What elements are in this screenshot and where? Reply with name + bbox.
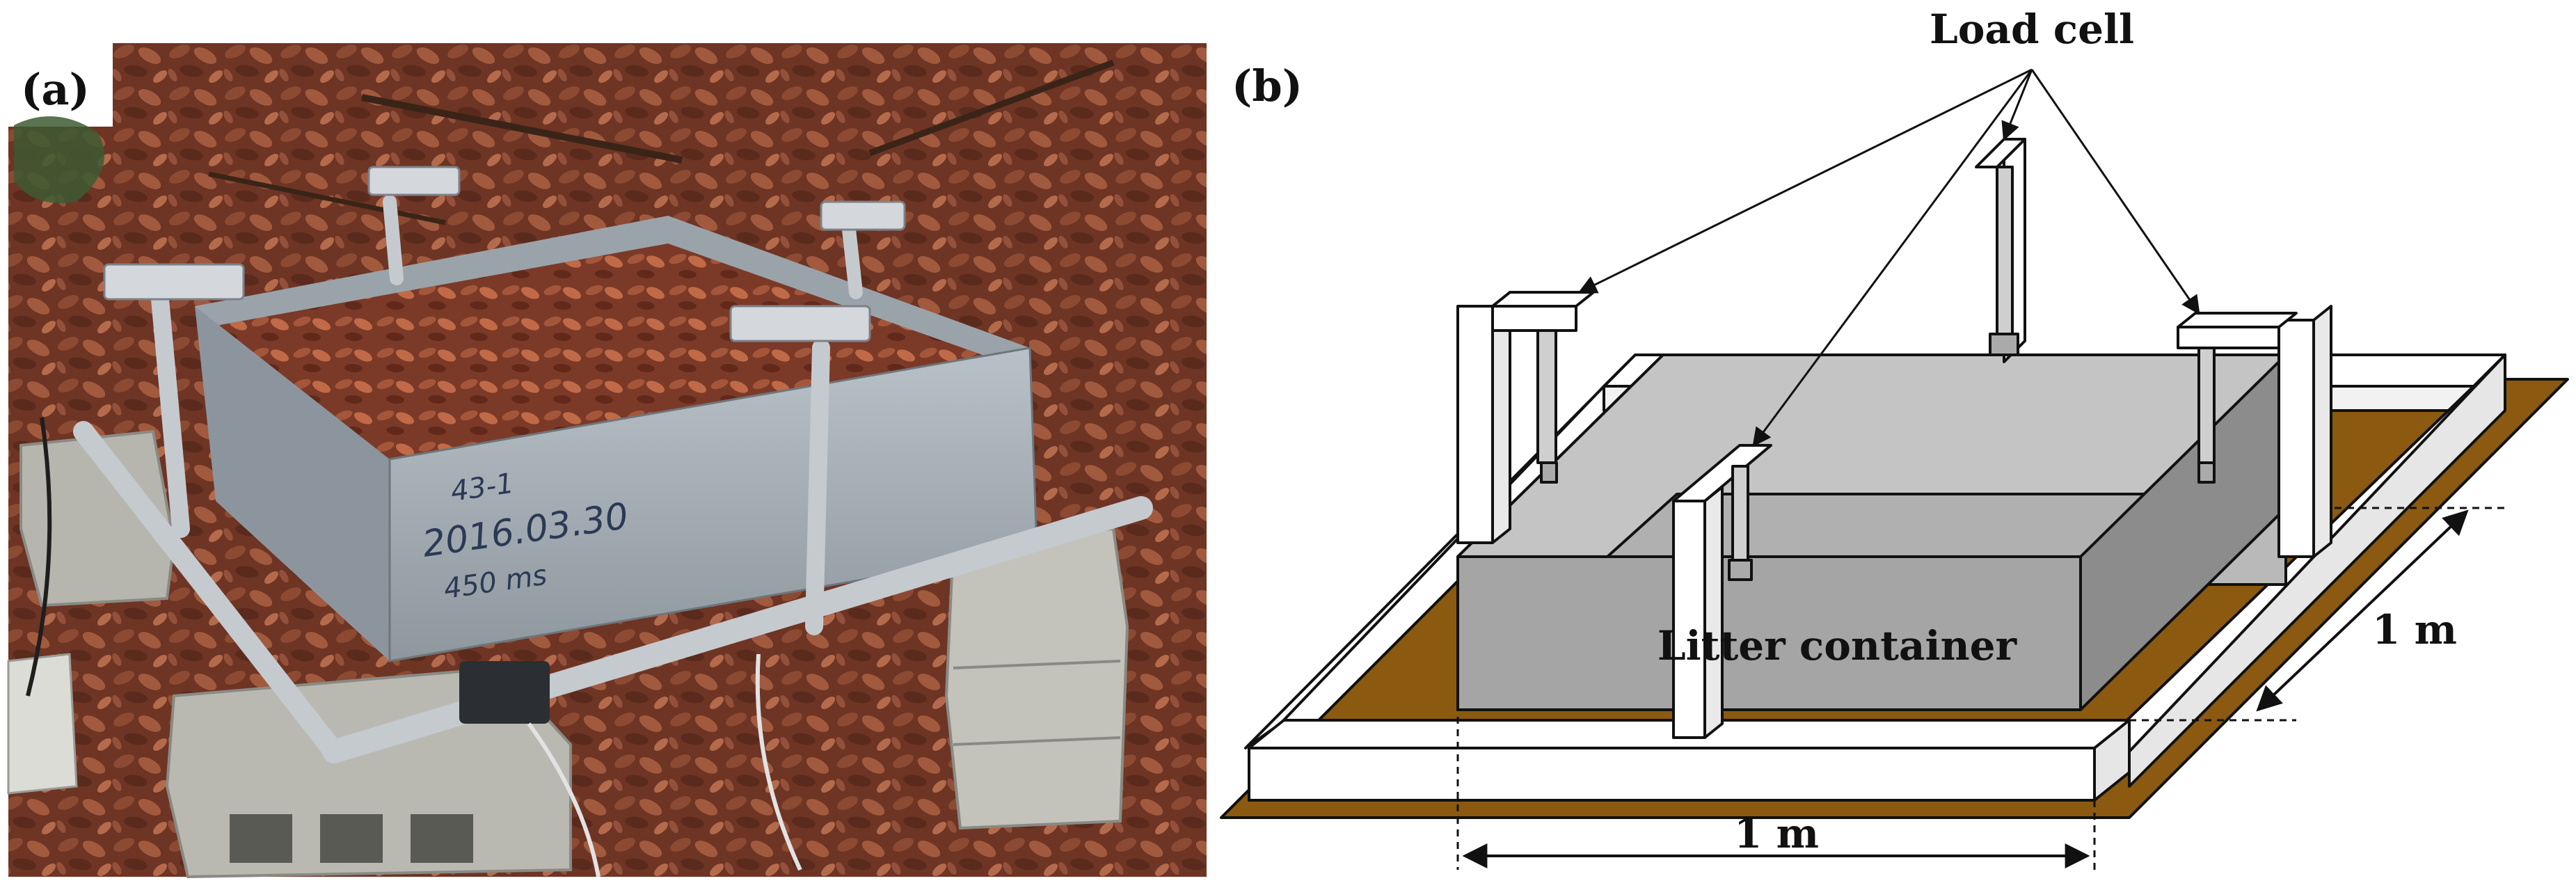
load-cell-rod-front: [1731, 465, 1749, 565]
concrete-block: [944, 527, 1129, 830]
post-left-front: [1456, 305, 1494, 544]
leader-to-back-load-cell: [2001, 69, 2033, 141]
load-cell-foot-front: [1728, 559, 1753, 581]
frame-front-rail-front: [1248, 747, 2096, 802]
dimension-depth-label: 1 m: [2372, 606, 2457, 653]
load-cell-foot-left: [1540, 461, 1558, 484]
panel-b-label: (b): [1232, 61, 1303, 111]
frame-post: [842, 223, 863, 299]
metal-box-left-wall: [195, 306, 390, 661]
frame-front-rail-right-end: [2093, 719, 2131, 802]
dimension-guides: [1456, 507, 2505, 870]
photo-load-cell-arm: [367, 166, 461, 196]
post-front-middle: [1672, 500, 1706, 739]
frame-rail-left: [73, 421, 344, 762]
photo-load-cell-arm: [103, 263, 245, 301]
load-cell-label: Load cell: [1930, 6, 2134, 53]
post-right-back: [2277, 319, 2315, 558]
frame-post: [383, 195, 404, 285]
load-cell-arm-back: [1975, 138, 2026, 168]
load-cell-arm-right-front: [2177, 326, 2280, 349]
box-handwritten-marking: 43-1 2016.03.30 450 ms: [420, 468, 630, 605]
load-cell-rod-left: [1536, 329, 1557, 464]
leader-to-right-load-cell: [2030, 69, 2200, 315]
load-cell-foot-back: [1989, 333, 2019, 356]
load-cell-rod-right: [2197, 347, 2216, 468]
white-case: [7, 653, 78, 795]
photo-shrub: [14, 116, 104, 203]
photo-junction-box: [459, 661, 550, 724]
panel-a-photo: 43-1 2016.03.30 450 ms (a): [7, 43, 1207, 879]
load-cell-foot-right: [2197, 461, 2216, 484]
leader-to-front-load-cell: [1752, 69, 2033, 447]
block-hole: [320, 814, 383, 863]
block-hole: [411, 814, 473, 863]
litter-container-label: Litter container: [1657, 622, 2018, 669]
load-cell-arm-left: [1491, 291, 1595, 308]
panel-a-label: (a): [21, 64, 90, 115]
panel-b-diagram: [1220, 68, 2569, 870]
photo-load-cell-arm: [820, 200, 906, 231]
load-cell-arm-right: [2177, 312, 2298, 328]
post-right-back-side: [2312, 305, 2332, 558]
photo-cable: [26, 417, 52, 697]
load-cell-callout-leaders: [1577, 68, 2200, 447]
dimension-width-label: 1 m: [1734, 810, 1819, 857]
photo-cable: [755, 653, 802, 871]
photo-branch: [208, 171, 446, 225]
leader-to-left-load-cell: [1577, 68, 2033, 294]
frame-post: [151, 290, 190, 538]
load-cell-rod-back: [1996, 166, 2014, 335]
photo-branch: [361, 94, 683, 164]
photo-branch: [868, 59, 1115, 157]
panel-a-label-backdrop: [8, 43, 113, 127]
dimension-arrow-depth: [2256, 509, 2469, 712]
concrete-block: [19, 429, 176, 607]
frame-post: [805, 339, 830, 635]
block-hole: [230, 814, 292, 863]
metal-box-back-wall: [195, 216, 1030, 362]
box-leaf-interior: [209, 244, 1002, 459]
photo-load-cell-arm: [729, 305, 871, 342]
photo-cable: [527, 722, 601, 877]
load-cell-arm-left-front: [1491, 305, 1577, 332]
post-front-middle-side: [1703, 486, 1724, 739]
